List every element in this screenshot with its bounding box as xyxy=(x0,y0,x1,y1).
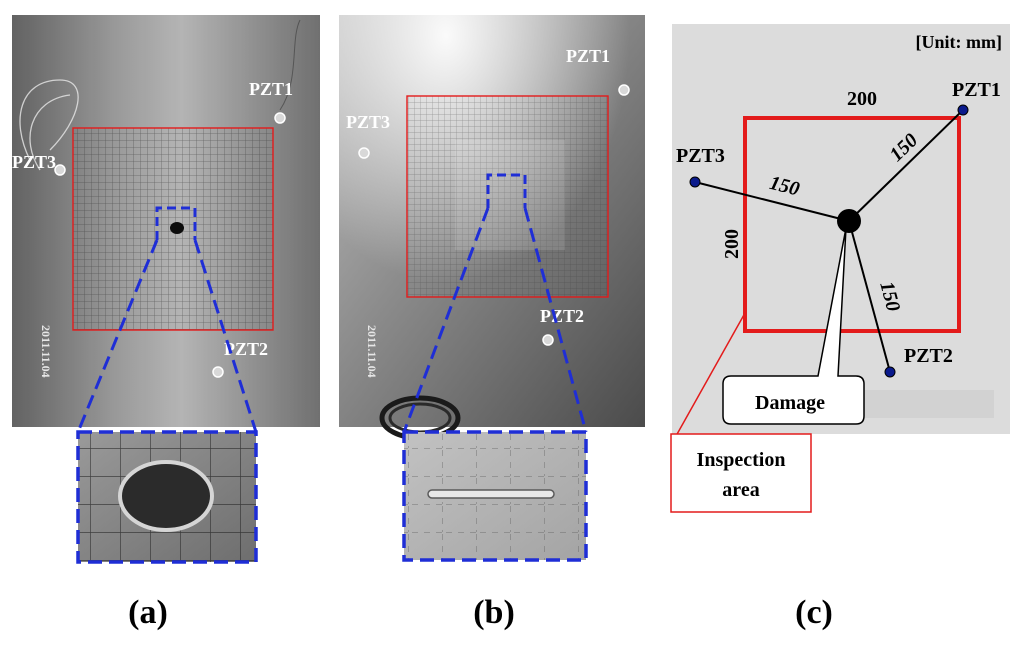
panel-b-inspection-outline xyxy=(406,95,609,298)
panel-b-grid xyxy=(407,96,608,297)
caption-a: (a) xyxy=(128,594,168,631)
panel-a-date-stamp: 2011.11.04 xyxy=(39,325,53,378)
panel-b-zoom-crack xyxy=(427,489,555,499)
panel-c-dim-left-height: 200 xyxy=(721,229,743,259)
panel-c-pzt3-dot xyxy=(689,176,701,188)
panel-a-pzt3-sensor xyxy=(54,164,66,176)
panel-b: PZT1 PZT2 PZT3 2011.11.04 xyxy=(339,15,645,562)
panel-c-inspection-area xyxy=(743,116,961,333)
panel-b-label-pzt3: PZT3 xyxy=(346,112,390,132)
panel-b-pzt2-sensor xyxy=(542,334,554,346)
panel-c-unit-label: [Unit: mm] xyxy=(916,32,1002,52)
panel-b-zoom-line-left xyxy=(402,207,490,433)
panel-a-zoom-line-left xyxy=(76,239,159,433)
panel-a-label-pzt2: PZT2 xyxy=(224,339,268,359)
panel-b-label-pzt2: PZT2 xyxy=(540,306,584,326)
panel-a-pzt1-sensor xyxy=(274,112,286,124)
caption-b: (b) xyxy=(473,594,515,631)
panel-c-line-pzt3 xyxy=(694,181,850,222)
panel-c-damage-label: Damage xyxy=(755,392,825,414)
panel-c-label-pzt1: PZT1 xyxy=(952,79,1001,101)
panel-c-pzt1-dot xyxy=(957,104,969,116)
panel-b-label-pzt1: PZT1 xyxy=(566,46,610,66)
panel-a-wires xyxy=(19,79,79,171)
panel-b-pzt1-sensor xyxy=(618,84,630,96)
panel-b-zoom-inset-outline xyxy=(402,430,588,562)
panel-a: PZT1 PZT2 PZT3 2011.11.04 xyxy=(12,15,320,564)
panel-a-label-pzt1: PZT1 xyxy=(249,79,293,99)
panel-a-zoom-line-right xyxy=(193,239,258,433)
panel-a-zoom-damage xyxy=(118,460,214,532)
panel-c-label-pzt2: PZT2 xyxy=(904,345,953,367)
caption-c: (c) xyxy=(795,594,833,631)
panel-c: [Unit: mm] Damage PZT1 PZT2 PZT3 200 200… xyxy=(670,24,1010,513)
panel-a-pzt2-sensor xyxy=(212,366,224,378)
panel-c-label-pzt3: PZT3 xyxy=(676,145,725,167)
panel-c-line-pzt1 xyxy=(848,109,964,222)
panel-c-damage-callout xyxy=(722,227,865,425)
panel-b-date-stamp: 2011.11.04 xyxy=(365,325,379,378)
panel-a-damage-hole xyxy=(170,222,184,234)
panel-a-label-pzt3: PZT3 xyxy=(12,152,56,172)
panel-b-pzt3-sensor xyxy=(358,147,370,159)
panel-c-inspection-label-line2: area xyxy=(722,479,759,501)
panel-c-inspection-label-line1: Inspection xyxy=(697,449,786,471)
panel-b-zoom-box xyxy=(486,173,527,208)
panel-c-inspection-leader xyxy=(675,312,746,437)
panel-b-zoom-line-right xyxy=(523,207,588,433)
panel-a-zoom-inset-outline xyxy=(76,430,258,564)
panel-c-line-pzt2 xyxy=(848,220,891,373)
panel-a-zoom-box xyxy=(155,206,197,240)
panel-c-damage-dot xyxy=(837,209,861,233)
panel-c-dim-top-width: 200 xyxy=(847,88,877,110)
panel-c-pzt2-dot xyxy=(884,366,896,378)
panel-c-inspection-label-box xyxy=(670,433,812,513)
panel-a-inspection-outline xyxy=(72,127,274,331)
